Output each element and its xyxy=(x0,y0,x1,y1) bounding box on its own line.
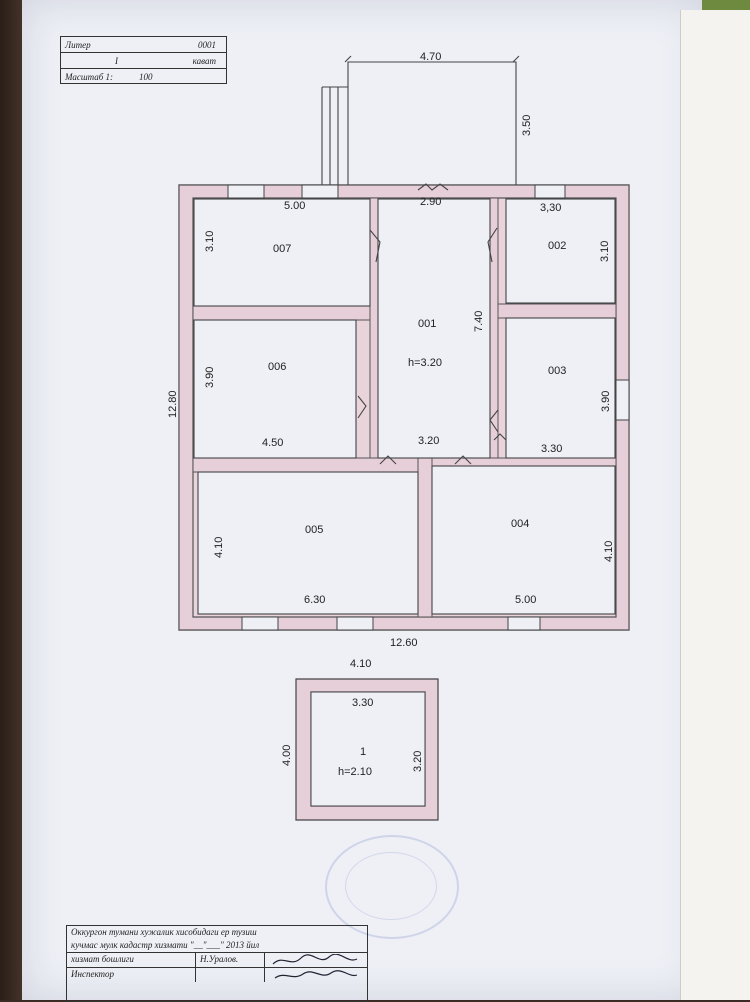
liter-value: 0001 xyxy=(198,39,216,50)
outbuilding-inner-height: 3.20 xyxy=(412,751,424,772)
room-007-height: 3.10 xyxy=(204,231,216,252)
paper-next-page xyxy=(680,10,750,1000)
door-symbol xyxy=(369,229,381,263)
room-001-ceiling: h=3.20 xyxy=(408,357,442,369)
window xyxy=(507,616,541,631)
room-002-id: 002 xyxy=(548,240,566,252)
overall-width: 12.60 xyxy=(390,637,418,649)
room-002 xyxy=(505,198,616,304)
outbuilding-outer-width: 4.10 xyxy=(350,658,371,670)
window xyxy=(336,616,374,631)
footer-block: Оккургон тумани хужалик хисобидаги ер ту… xyxy=(66,925,368,1002)
annex-outline xyxy=(347,61,517,185)
inspector-name xyxy=(196,968,265,982)
room-005-id: 005 xyxy=(305,524,323,536)
door-symbol xyxy=(379,455,397,465)
overall-height: 12.80 xyxy=(167,390,179,418)
door-symbol xyxy=(493,433,507,441)
liter-label: Литер xyxy=(65,39,91,50)
room-001 xyxy=(377,198,491,459)
scale-label: Масштаб 1: xyxy=(65,71,114,82)
room-001-width: 2.90 xyxy=(420,196,441,208)
wall-segment xyxy=(497,303,617,319)
room-006 xyxy=(193,319,357,459)
wall-segment xyxy=(369,197,379,459)
head-label: хизмат бошлиги xyxy=(67,953,196,967)
room-002-height: 3.10 xyxy=(599,241,611,262)
room-007-id: 007 xyxy=(273,243,291,255)
official-seal-inner xyxy=(345,852,437,920)
official-seal xyxy=(325,835,459,939)
door-symbol xyxy=(489,409,499,433)
room-005-height: 4.10 xyxy=(213,537,225,558)
room-003-width: 3.30 xyxy=(541,443,562,455)
room-003-id: 003 xyxy=(548,365,566,377)
window xyxy=(301,184,339,199)
room-004-height: 4.10 xyxy=(603,541,615,562)
outer-wall-ring xyxy=(178,184,630,631)
room-004-width: 5.00 xyxy=(515,594,536,606)
outbuilding-ceiling: h=2.10 xyxy=(338,766,372,778)
door-symbol xyxy=(454,455,472,465)
room-006-id: 006 xyxy=(268,361,286,373)
door-symbol xyxy=(417,183,449,191)
footer-line-1: Оккургон тумани хужалик хисобидаги ер ту… xyxy=(71,927,257,937)
head-name: Н.Уралов. xyxy=(196,953,265,967)
room-006-height: 3.90 xyxy=(204,367,216,388)
room-001-id: 001 xyxy=(418,318,436,330)
door-symbol xyxy=(357,395,367,419)
annex-depth-label: 3.50 xyxy=(521,115,533,136)
room-004 xyxy=(431,465,616,615)
room-001-height: 7.40 xyxy=(473,311,485,332)
room-005 xyxy=(197,471,419,615)
room-004-id: 004 xyxy=(511,518,529,530)
outbuilding-inner-width: 3.30 xyxy=(352,697,373,709)
window xyxy=(534,184,566,199)
room-003 xyxy=(505,317,616,459)
floor-value: I xyxy=(115,55,118,66)
room-005-width: 6.30 xyxy=(304,594,325,606)
room-003-height: 3.90 xyxy=(600,391,612,412)
annex-width-label: 4.70 xyxy=(420,51,441,63)
outbuilding-outer-height: 4.00 xyxy=(281,745,293,766)
wall-segment xyxy=(192,305,378,321)
floor-label: кават xyxy=(192,55,216,66)
scale-value: 100 xyxy=(139,71,153,82)
outbuilding-room xyxy=(310,691,426,807)
annex-tick xyxy=(512,55,520,63)
room-001-width2: 3.20 xyxy=(418,435,439,447)
footer-line-2: кучмас мулк кадастр хизмати "__"___" 201… xyxy=(71,940,260,950)
annex-tick xyxy=(344,55,352,63)
inspector-label: Инспектор xyxy=(67,968,196,982)
outbuilding-id: 1 xyxy=(360,746,366,758)
room-006-width: 4.50 xyxy=(262,437,283,449)
inspector-signature xyxy=(265,968,367,982)
wall-segment xyxy=(417,457,433,618)
window xyxy=(615,379,630,421)
room-002-width: 3,30 xyxy=(540,202,561,214)
room-007 xyxy=(193,198,371,307)
window xyxy=(227,184,265,199)
room-007-width: 5.00 xyxy=(284,200,305,212)
window xyxy=(241,616,279,631)
door-symbol xyxy=(487,227,498,263)
signature xyxy=(265,953,367,967)
